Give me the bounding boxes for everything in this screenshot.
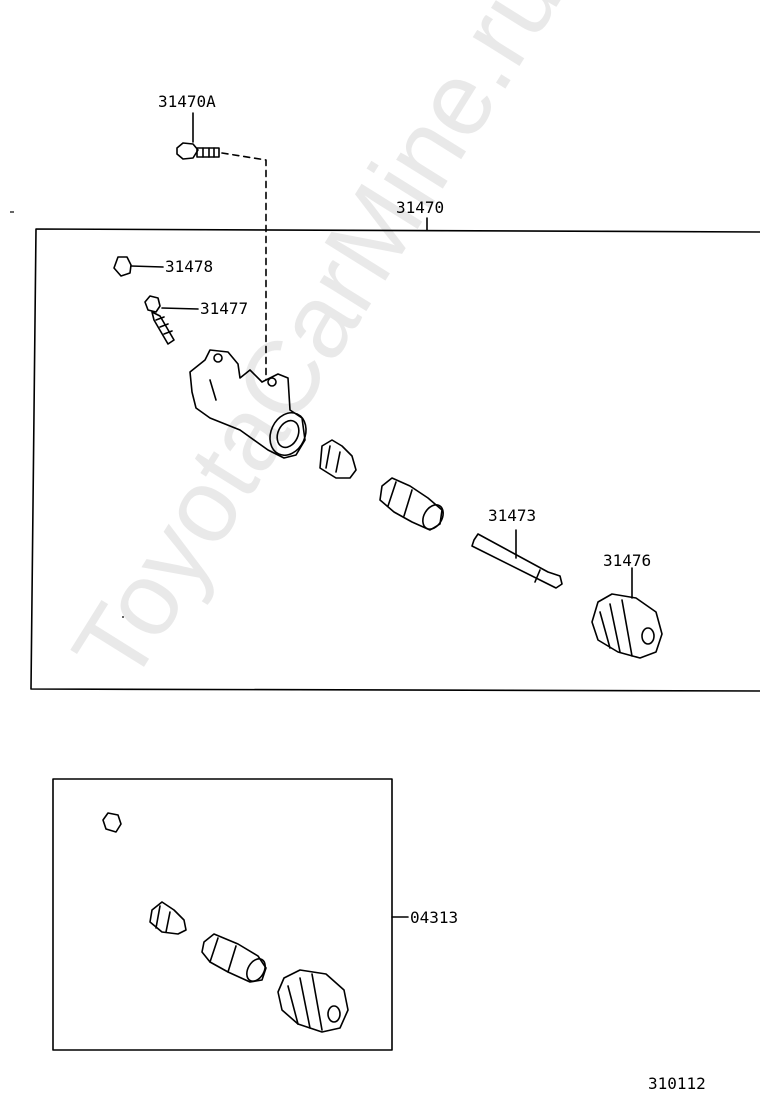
push-rod-icon: [471, 529, 563, 589]
label-assembly: 31470: [396, 198, 445, 217]
label-boot: 31476: [603, 551, 652, 570]
bleeder-plug-icon: [144, 295, 199, 345]
kit-boot-icon: [277, 969, 349, 1033]
union-bolt-icon: [176, 112, 220, 160]
cylinder-body-icon: [189, 349, 307, 459]
label-bleeder-cap: 31478: [165, 257, 214, 276]
kit-piston-icon: [201, 933, 267, 983]
kit-piston-cup-icon: [149, 901, 187, 935]
kit-bleeder-cap-icon: [102, 812, 122, 833]
bolt-dashed-line: [221, 152, 267, 381]
repair-kit-frame: [52, 778, 393, 1051]
label-diagram-id: 310112: [648, 1074, 706, 1093]
piston-icon: [379, 477, 444, 531]
boot-icon: [591, 567, 663, 659]
assembly-frame: [30, 228, 760, 692]
label-push-rod: 31473: [488, 506, 537, 525]
bleeder-cap-icon: [113, 256, 164, 277]
label-repair-kit: 04313: [410, 908, 459, 927]
label-bolt-kit: 31470A: [158, 92, 216, 111]
piston-cup-icon: [319, 439, 357, 479]
label-bleeder-plug: 31477: [200, 299, 249, 318]
